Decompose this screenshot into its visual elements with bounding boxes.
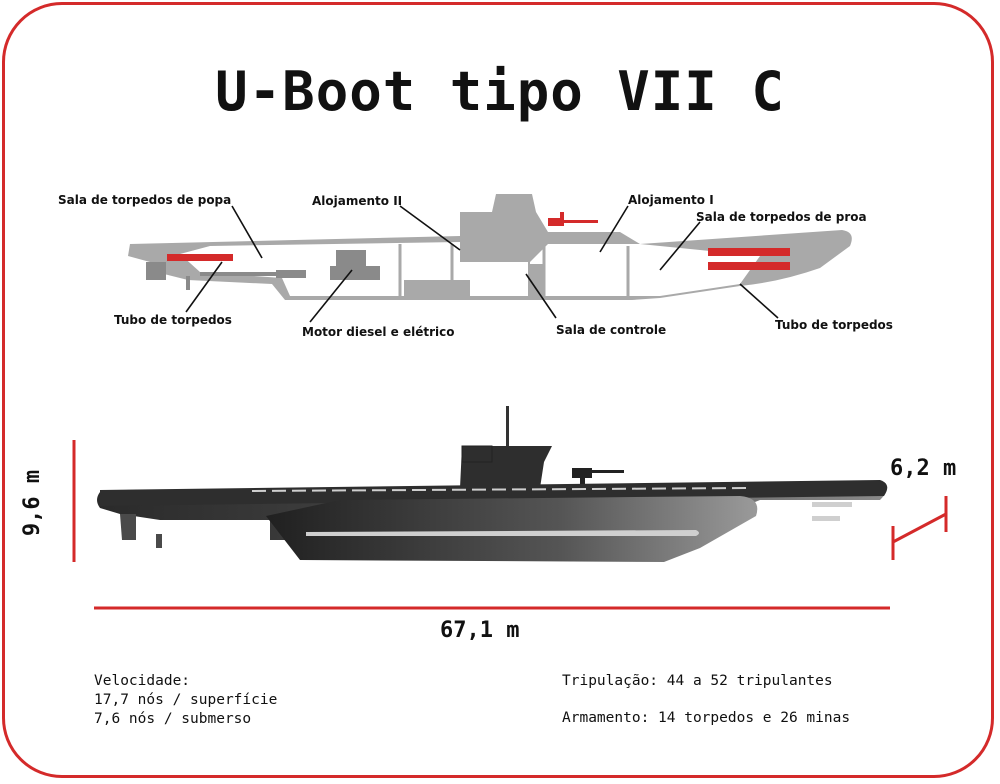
speed-submerged: 7,6 nós / submerso [94,711,252,727]
label-control-room: Sala de controle [556,323,667,337]
label-bow-torpedo-tube: Tubo de torpedos [775,318,893,332]
label-bow-torpedo-room: Sala de torpedos de proa [696,210,867,224]
control-room-block [470,262,528,296]
bow-torpedo-tube [708,248,790,256]
height-label: 9,6 m [20,469,45,537]
length-label: 67,1 m [440,618,520,643]
deck-gun-profile [572,468,592,478]
saddle-tank [266,496,758,562]
crew-info: Tripulação: 44 a 52 tripulantes [562,673,833,689]
beam-label: 6,2 m [890,456,957,481]
label-aft-torpedo-room: Sala de torpedos de popa [58,193,232,207]
speed-block: Velocidade: 17,7 nós / superfície 7,6 nó… [94,672,277,729]
cutaway-submarine [128,194,852,300]
label-quarters-1: Alojamento I [628,193,714,207]
engine-block [336,250,366,268]
beam-line [892,512,947,544]
aft-torpedo-tube [167,254,233,261]
conning-tower [460,446,552,488]
label-aft-torpedo-tube: Tubo de torpedos [114,313,232,327]
dimension-lines [72,440,948,610]
label-engine: Motor diesel e elétrico [302,325,455,339]
label-quarters-2: Alojamento II [312,194,403,208]
profile-submarine [97,406,888,562]
armament-info: Armamento: 14 torpedos e 26 minas [562,710,851,726]
speed-label: Velocidade: [94,673,191,689]
speed-surface: 17,7 nós / superfície [94,692,278,708]
page-title: U-Boot tipo VII C [215,60,785,123]
leader-lines [185,205,779,323]
